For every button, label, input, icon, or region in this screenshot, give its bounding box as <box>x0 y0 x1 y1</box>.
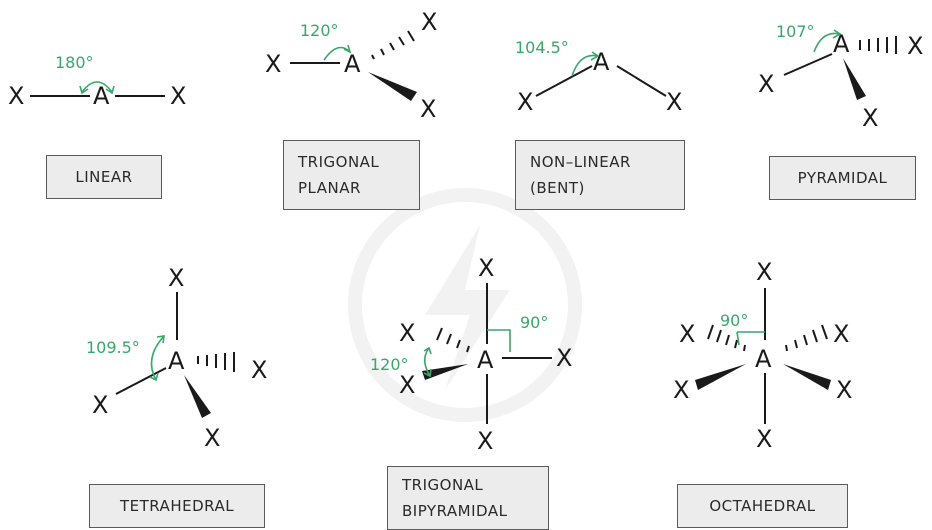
bond-angle-arc <box>813 32 841 53</box>
ligand-x: X <box>170 82 186 110</box>
label-text: (BENT) <box>530 179 585 197</box>
bond <box>783 53 833 76</box>
arrow-head <box>149 372 159 382</box>
ligand-x: X <box>168 264 184 292</box>
ligand-x: X <box>673 376 689 404</box>
ligand-x: X <box>517 88 533 116</box>
ligand-x: X <box>399 371 415 399</box>
bond-angle-label: 90° <box>720 311 748 330</box>
hashed-bond <box>371 30 415 60</box>
ligand-x: X <box>92 391 108 419</box>
central-atom-a: A <box>593 48 610 76</box>
central-atom-a: A <box>168 347 185 375</box>
ligand-x: X <box>265 50 281 78</box>
ligand-x: X <box>907 32 923 60</box>
right-angle-marker <box>736 331 765 346</box>
bond-angle-label: 120° <box>300 21 339 40</box>
wedge-bond <box>783 364 831 390</box>
trigonal-bipyramidal-molecule: X A X X X X 90° 120° <box>370 254 572 455</box>
label-linear: LINEAR <box>46 155 162 199</box>
ligand-x: X <box>666 88 682 116</box>
ligand-x: X <box>477 427 493 455</box>
label-text: NON–LINEAR <box>530 153 631 171</box>
ligand-x: X <box>756 425 772 453</box>
bond-angle-arc <box>423 347 431 377</box>
hashed-bond <box>785 324 828 352</box>
label-non-linear: NON–LINEAR (BENT) <box>515 140 685 210</box>
label-text: TETRAHEDRAL <box>119 497 235 515</box>
arrow-head <box>423 368 432 378</box>
label-tetrahedral: TETRAHEDRAL <box>89 484 265 528</box>
trigonal-planar-molecule: X A X X 120° <box>265 8 437 123</box>
hashed-bond <box>859 36 897 54</box>
ligand-x: X <box>836 376 852 404</box>
right-angle-marker <box>487 329 511 352</box>
label-trigonal-bipyramidal: TRIGONAL BIPYRAMIDAL <box>387 466 549 530</box>
bond-angle-arc <box>571 54 599 77</box>
label-text: PYRAMIDAL <box>797 169 888 187</box>
bond-angle-label: 104.5° <box>515 38 569 57</box>
central-atom-a: A <box>93 82 110 110</box>
bond <box>616 65 667 97</box>
arrow-head <box>832 29 842 39</box>
ligand-x: X <box>478 254 494 282</box>
ligand-x: X <box>556 344 572 372</box>
ligand-x: X <box>251 356 267 384</box>
pyramidal-molecule: A X X X 107° <box>758 22 923 132</box>
label-pyramidal: PYRAMIDAL <box>769 156 916 200</box>
ligand-x: X <box>421 8 437 36</box>
label-octahedral: OCTAHEDRAL <box>677 484 848 528</box>
ligand-x: X <box>758 70 774 98</box>
tetrahedral-molecule: X A X X X 109.5° <box>86 264 267 452</box>
ligand-x: X <box>399 319 415 347</box>
bond-angle-label: 120° <box>370 355 409 374</box>
label-text: BIPYRAMIDAL <box>402 502 508 520</box>
arrow-head <box>423 346 432 355</box>
ligand-x: X <box>420 95 436 123</box>
wedge-bond <box>368 72 417 101</box>
ligand-x: X <box>8 82 24 110</box>
ligand-x: X <box>756 258 772 286</box>
octahedral-molecule: X A X X X X X <box>673 258 852 453</box>
central-atom-a: A <box>833 30 850 58</box>
hashed-bond <box>197 352 235 372</box>
bond <box>115 367 167 395</box>
label-text: TRIGONAL <box>298 153 380 171</box>
label-trigonal-planar: TRIGONAL PLANAR <box>283 140 420 210</box>
ligand-x: X <box>833 320 849 348</box>
bond-angle-label: 180° <box>55 53 94 72</box>
central-atom-a: A <box>755 345 772 373</box>
central-atom-a: A <box>477 346 494 374</box>
label-text: LINEAR <box>75 168 133 186</box>
ligand-x: X <box>862 104 878 132</box>
wedge-bond <box>695 364 746 390</box>
watermark-logo <box>348 188 582 422</box>
arrow-head <box>79 85 89 95</box>
bond-angle-arc <box>150 335 165 381</box>
bond-angle-label: 90° <box>520 313 548 332</box>
ligand-x: X <box>679 320 695 348</box>
arrow-head <box>590 51 600 61</box>
hashed-bond <box>707 324 746 352</box>
hashed-bond <box>436 327 470 353</box>
label-text: OCTAHEDRAL <box>709 497 816 515</box>
linear-molecule: X A X 180° <box>8 53 186 110</box>
central-atom-a: A <box>344 50 361 78</box>
bond-angle-arc <box>81 81 113 93</box>
wedge-bond <box>843 58 866 100</box>
non-linear-molecule: A X X 104.5° <box>515 38 682 116</box>
arrow-head <box>343 44 352 54</box>
bond <box>535 65 593 97</box>
arrow-head <box>105 85 115 95</box>
wedge-bond <box>422 364 468 380</box>
label-text: PLANAR <box>298 179 361 197</box>
ligand-x: X <box>204 424 220 452</box>
arrow-head <box>156 335 165 344</box>
bond-angle-label: 107° <box>776 22 815 41</box>
label-text: TRIGONAL <box>402 476 484 494</box>
bond-angle-label: 109.5° <box>86 338 140 357</box>
wedge-bond <box>184 375 211 418</box>
